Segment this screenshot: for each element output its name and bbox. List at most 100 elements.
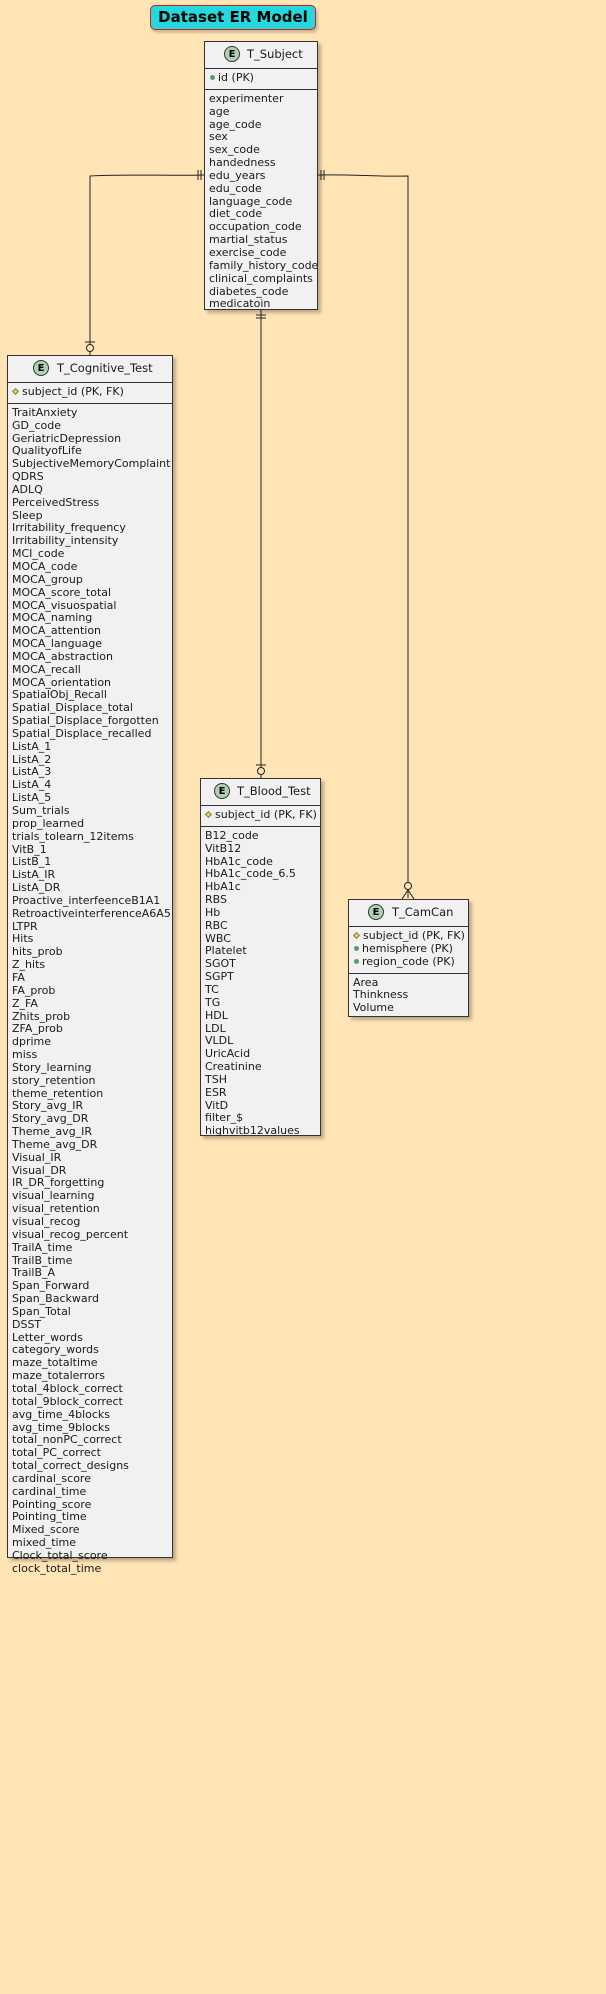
zero-or-many-circle-camcan <box>404 882 412 890</box>
entity-attribute: ADLQ <box>12 482 43 496</box>
entity-badge-icon: E <box>368 904 384 920</box>
entity-key-label: region_code (PK) <box>362 954 455 968</box>
entity-attribute: Story_avg_DR <box>12 1112 89 1126</box>
entity-attribute: TraitAnxiety <box>12 405 78 419</box>
entity-attribute: SGPT <box>205 970 234 984</box>
entity-attribute: Visual_IR <box>12 1150 62 1164</box>
entity-attribute: edu_years <box>209 168 266 182</box>
entity-attribute: TrailB_A <box>12 1266 56 1280</box>
entity-attribute: SubjectiveMemoryComplaint <box>12 457 171 471</box>
entity-attribute: total_correct_designs <box>12 1459 129 1473</box>
entity-attribute: total_PC_correct <box>12 1446 101 1460</box>
entity-attribute: RetroactiveinterferenceA6A5 <box>12 906 171 920</box>
entity-attribute: Mixed_score <box>12 1523 80 1537</box>
entity-attribute: sex_code <box>209 143 260 157</box>
entity-attribute: exercise_code <box>209 245 287 259</box>
entity-attribute: Visual_DR <box>12 1163 67 1177</box>
entity-attribute: Span_Forward <box>12 1279 90 1293</box>
entity-attribute: MOCA_visuospatial <box>12 598 117 612</box>
entity-attribute: hits_prob <box>12 945 63 959</box>
entity-attribute: family_history_code <box>209 258 319 272</box>
entity-attribute: HDL <box>205 1008 228 1022</box>
entity-attribute: ESR <box>205 1085 227 1099</box>
entity-attribute: Volume <box>353 1001 394 1015</box>
entity-badge-icon: E <box>33 360 49 376</box>
entity-attribute: Creatinine <box>205 1060 262 1074</box>
entity-key-row: subject_id (PK, FK) <box>352 929 465 943</box>
entity-attribute: avg_time_9blocks <box>12 1420 111 1434</box>
entity-attribute: MOCA_attention <box>12 624 102 638</box>
entity-attribute: miss <box>12 1048 38 1062</box>
zero-or-one-circle-blood <box>257 767 265 775</box>
crowfoot-camcan-left <box>401 889 409 900</box>
entity-key-label: id (PK) <box>218 71 254 84</box>
zero-or-one-circle-cognitive <box>86 344 94 352</box>
crowfoot-camcan-right <box>407 889 415 900</box>
entity-attribute: Clock_total_score <box>12 1548 108 1562</box>
entity-t-blood-test[interactable]: E T_Blood_Test subject_id (PK, FK) B12_c… <box>200 778 321 1138</box>
entity-keys: id (PK) <box>205 69 317 89</box>
relationship-subject-cognitive <box>89 174 205 355</box>
entity-attribute: MOCA_orientation <box>12 675 112 689</box>
entity-attribute: LTPR <box>12 919 38 933</box>
entity-attribute: occupation_code <box>209 220 302 234</box>
entity-attribute: visual_learning <box>12 1189 95 1203</box>
entity-attribute: Story_learning <box>12 1060 92 1074</box>
entity-badge-icon: E <box>214 783 230 799</box>
entity-attribute: story_retention <box>12 1073 96 1087</box>
entity-t-cognitive-test[interactable]: E T_Cognitive_Test subject_id (PK, FK) T… <box>7 355 173 1575</box>
entity-attribute: age <box>209 104 230 118</box>
entity-attribute: MOCA_naming <box>12 611 93 625</box>
entity-attribute: GD_code <box>12 418 62 432</box>
entity-attribute: ListA_1 <box>12 739 52 753</box>
entity-attribute: Hb <box>205 905 221 919</box>
entity-attribute: MCI_code <box>12 547 65 561</box>
entity-attribute: ListA_4 <box>12 778 52 792</box>
entity-attribute: MOCA_score_total <box>12 585 112 599</box>
entity-attribute: RBC <box>205 918 228 932</box>
entity-name: T_CamCan <box>392 905 454 919</box>
entity-attribute: SGOT <box>205 957 236 971</box>
entity-name: T_Cognitive_Test <box>57 361 153 375</box>
entity-attribute: QDRS <box>12 470 44 484</box>
entity-attribute: MOCA_recall <box>12 662 81 676</box>
entity-attribute: total_4block_correct <box>12 1381 123 1395</box>
entity-attribute: Z_FA <box>12 996 38 1010</box>
entity-attribute: theme_retention <box>12 1086 104 1100</box>
entity-attribute: Sleep <box>12 508 43 522</box>
entity-key-row: subject_id (PK, FK) <box>204 808 317 822</box>
fk-diamond-icon <box>204 810 213 819</box>
entity-attribute: total_9block_correct <box>12 1394 123 1408</box>
entity-name: T_Subject <box>247 47 303 61</box>
entity-attribute: ListA_2 <box>12 752 52 766</box>
entity-attribute: TrailB_time <box>12 1253 73 1267</box>
entity-attribute: PerceivedStress <box>12 495 100 509</box>
entity-attribute: ListA_DR <box>12 881 61 895</box>
entity-keys: subject_id (PK, FK) <box>8 383 172 403</box>
entity-attribute: Story_avg_IR <box>12 1099 84 1113</box>
entity-attribute: highvitb12values <box>205 1124 300 1138</box>
entity-attribute: edu_code <box>209 181 262 195</box>
entity-attribute: Spatial_Displace_total <box>12 701 133 715</box>
entity-t-camcan[interactable]: E T_CamCan subject_id (PK, FK)hemisphere… <box>348 899 469 1017</box>
pk-dot-icon <box>210 75 215 80</box>
entity-attribute: VitB12 <box>205 841 242 855</box>
entity-attribute: Area <box>353 975 379 989</box>
entity-attribute: medicatoin <box>209 297 271 311</box>
entity-attribute: sex <box>209 130 228 144</box>
entity-attribute: Sum_trials <box>12 804 70 817</box>
entity-attribute: Z_hits <box>12 958 46 972</box>
entity-attribute: Pointing_time <box>12 1510 87 1524</box>
entity-attribute: Span_Backward <box>12 1292 99 1306</box>
entity-attribute: total_nonPC_correct <box>12 1433 122 1447</box>
entity-key-label: subject_id (PK, FK) <box>215 808 317 821</box>
entity-attribute: Platelet <box>205 944 247 958</box>
entity-attribute: trials_tolearn_12items <box>12 829 134 843</box>
entity-key-label: hemisphere (PK) <box>362 941 453 955</box>
entity-attribute: ZFA_prob <box>12 1022 63 1036</box>
entity-attribute: Irritability_intensity <box>12 534 119 548</box>
